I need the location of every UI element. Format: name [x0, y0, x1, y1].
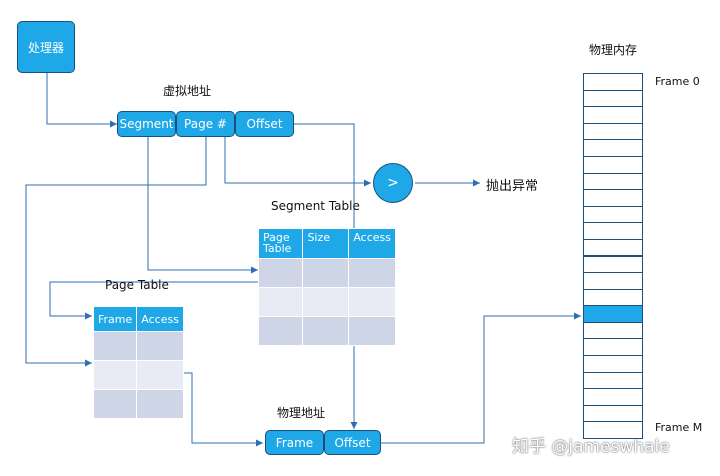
table-row: [92, 389, 184, 419]
memory-frame: [583, 189, 643, 207]
segment-table: Page Table Size Access: [257, 228, 396, 346]
segment-table-to-page-table-line: [49, 281, 284, 320]
table-row: [92, 331, 184, 361]
memory-frame: [583, 371, 643, 390]
table-row: [257, 287, 396, 317]
page-table: Frame Access: [92, 306, 184, 419]
memory-frame: [583, 321, 643, 340]
memory-frame: [583, 338, 643, 357]
memory-frame: [583, 404, 643, 423]
virtual-address-title: 虚拟地址: [163, 84, 212, 98]
memory-frame: [583, 122, 643, 141]
va-offset-label: Offset: [246, 117, 283, 131]
memory-frame: [583, 106, 643, 124]
exception-label: 抛出异常: [486, 179, 539, 194]
va-offset-field: Offset: [235, 111, 294, 137]
memory-frame: [583, 388, 643, 406]
processor-to-segment-line: [46, 73, 117, 128]
processor-label: 处理器: [27, 40, 64, 55]
table-row: [257, 258, 396, 288]
memory-frame: [583, 222, 643, 240]
page-to-comparator-line: [224, 137, 371, 187]
frame-m-label: Frame M: [655, 421, 703, 434]
page-table-header-access: Access: [136, 306, 184, 332]
page-table-header-frame: Frame: [92, 306, 138, 332]
memory-frame: [583, 288, 643, 307]
memory-frame: [583, 272, 643, 290]
segment-table-header-page-table: Page Table: [257, 228, 304, 259]
segment-table-header-access: Access: [348, 228, 396, 259]
memory-frame: [583, 205, 643, 224]
memory-frame: [583, 238, 643, 257]
memory-frame: [583, 355, 643, 373]
memory-frame: [583, 421, 643, 439]
segment-table-header-size: Size: [302, 228, 350, 259]
va-page-field: Page #: [176, 111, 235, 137]
va-segment-field: Segment: [117, 111, 176, 137]
segment-table-title: Segment Table: [271, 199, 360, 213]
processor-box: 处理器: [17, 21, 75, 73]
pa-frame-label: Frame: [275, 435, 314, 450]
physical-address-title: 物理地址: [277, 406, 326, 420]
pa-frame-field: Frame: [265, 430, 324, 455]
comparator-symbol: >: [387, 175, 399, 191]
memory-frame-highlighted: [583, 305, 643, 323]
memory-frame: [583, 255, 643, 274]
memory-frame: [583, 89, 643, 108]
memory-frame: [583, 172, 643, 191]
table-row: [257, 316, 396, 346]
comparator-circle: >: [373, 163, 413, 203]
pa-offset-field: Offset: [324, 430, 381, 455]
va-segment-label: Segment: [119, 117, 174, 131]
watermark-text: 知乎 @jameswhale: [512, 437, 670, 457]
frame-0-label: Frame 0: [655, 75, 700, 88]
memory-frame: [583, 155, 643, 174]
memory-frame: [583, 139, 643, 157]
segment-to-segment-table-line: [147, 137, 258, 274]
va-page-label: Page #: [184, 117, 227, 131]
table-row: [92, 360, 184, 390]
page-table-title: Page Table: [105, 278, 169, 292]
pa-offset-label: Offset: [334, 435, 371, 450]
physical-memory-title: 物理内存: [589, 43, 638, 57]
page-to-page-table-line: [25, 137, 207, 367]
physical-address-to-memory-line: [381, 312, 581, 444]
memory-frame: [583, 73, 643, 91]
